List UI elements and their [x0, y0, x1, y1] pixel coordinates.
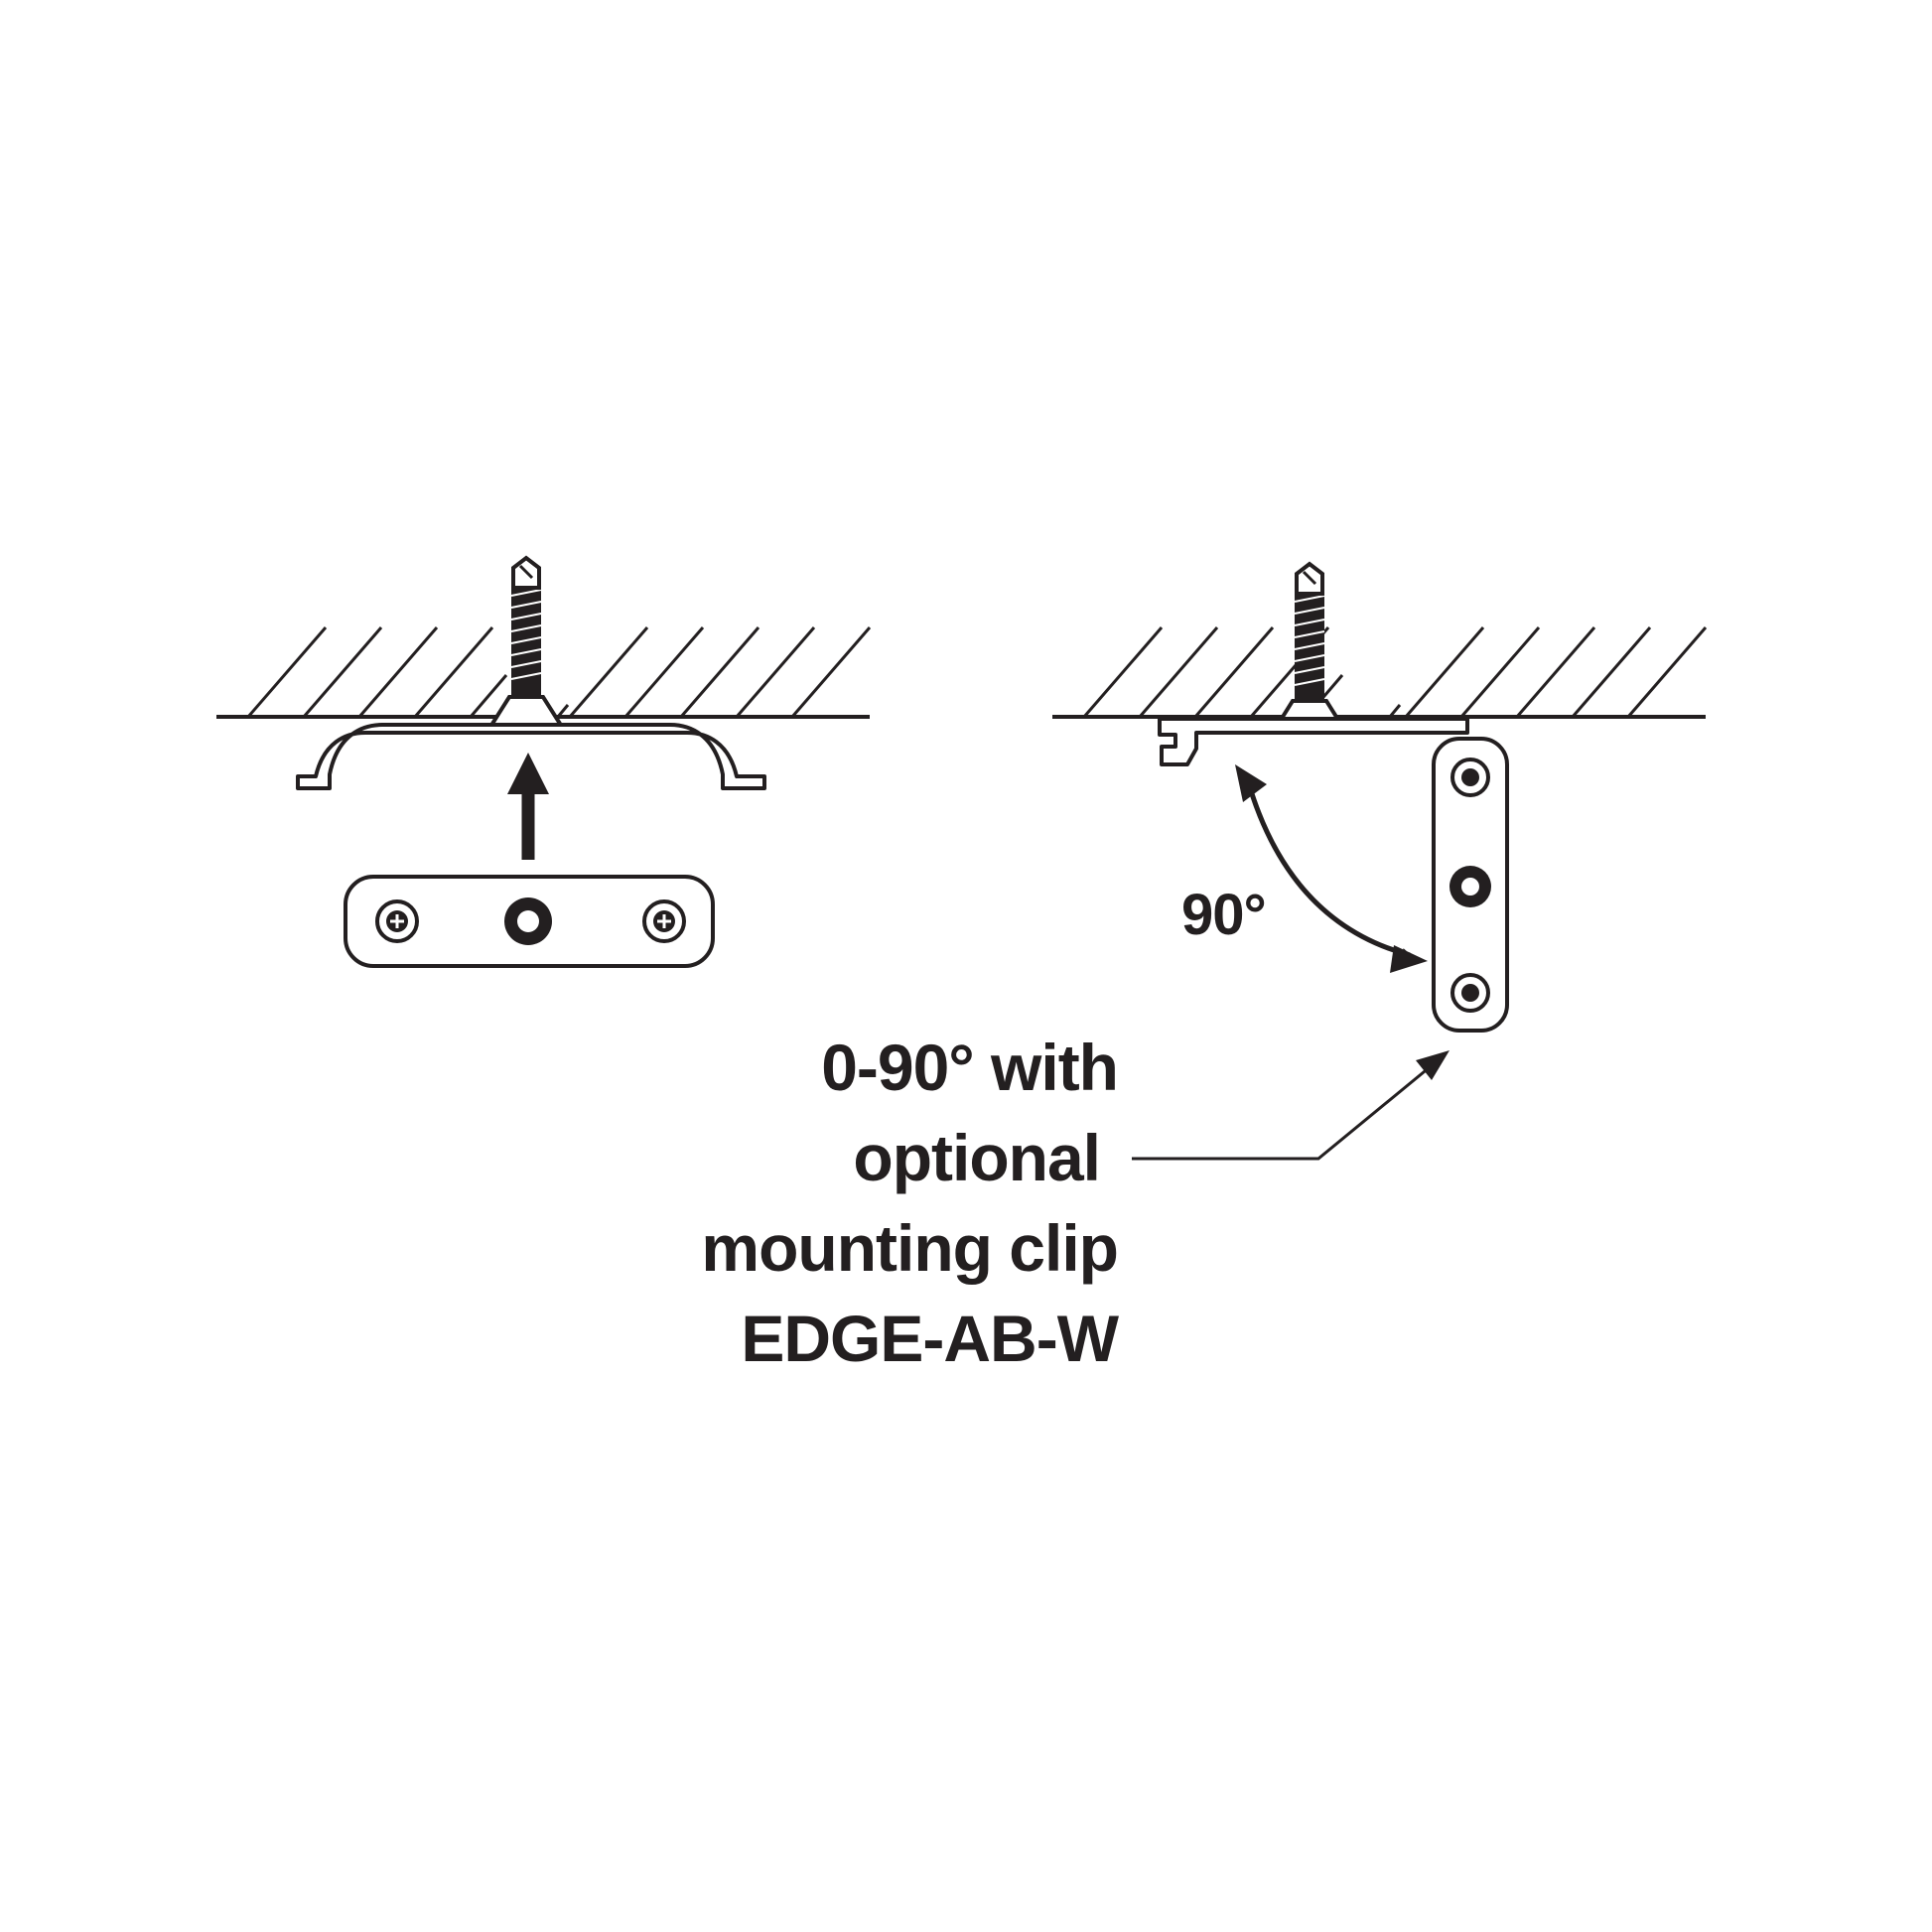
left-plate-center-hole-icon — [504, 897, 552, 945]
left-plate-screw-1-icon — [375, 899, 419, 943]
callout-line-1: 0-90° with — [821, 1031, 1119, 1104]
left-ceiling-hatch — [246, 626, 872, 718]
right-plate-screw-1-icon — [1450, 758, 1490, 797]
left-insert-arrowhead — [507, 753, 549, 794]
callout-line-2: optional — [853, 1121, 1101, 1194]
rotation-arc — [1246, 783, 1412, 958]
callout-leader-arrowhead — [1416, 1050, 1449, 1080]
callout-text: 0-90° with optional mounting clip EDGE-A… — [701, 1023, 1119, 1384]
right-assembly — [1052, 561, 1708, 1161]
left-mounting-channel — [296, 723, 766, 790]
left-plate-screw-2-icon — [642, 899, 686, 943]
callout-line-3: mounting clip — [701, 1211, 1119, 1285]
right-screw-icon — [1269, 561, 1350, 735]
right-mounting-clip — [1158, 717, 1469, 766]
right-plate-screw-2-icon — [1450, 973, 1490, 1013]
angle-label: 90° — [1181, 883, 1267, 947]
rotation-arc-head-bottom — [1390, 945, 1428, 973]
rotation-arc-head-top — [1235, 764, 1267, 802]
right-plate-center-hole-icon — [1449, 866, 1491, 907]
left-screw-icon — [486, 555, 566, 729]
left-assembly — [216, 555, 872, 968]
callout-leader-line — [1132, 1060, 1437, 1161]
right-ceiling-hatch — [1082, 626, 1708, 718]
callout-line-4: EDGE-AB-W — [741, 1302, 1119, 1375]
